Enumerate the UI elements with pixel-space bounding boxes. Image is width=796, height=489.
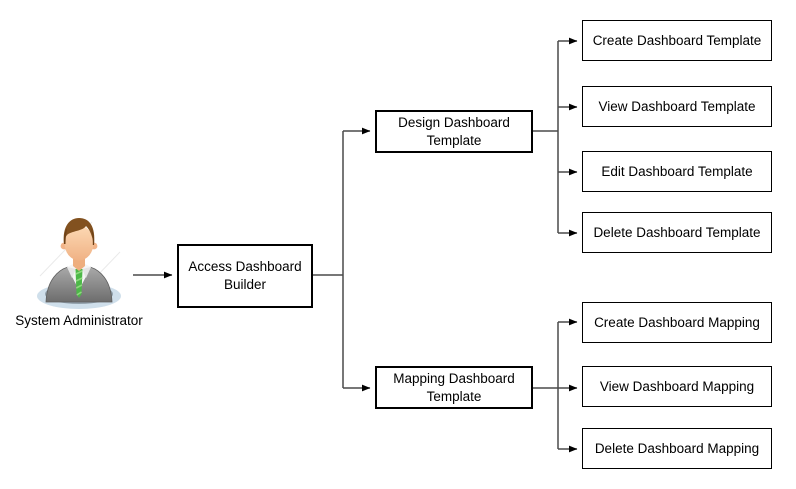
node-create-dashboard-mapping: Create Dashboard Mapping [582,302,772,343]
node-design-dashboard-template: Design Dashboard Template [375,110,533,153]
node-label: Delete Dashboard Template [593,224,761,240]
node-delete-dashboard-mapping: Delete Dashboard Mapping [582,428,772,469]
node-label: Mapping Dashboard Template [393,370,515,404]
node-label: View Dashboard Template [598,98,756,114]
node-label: Create Dashboard Mapping [594,314,760,330]
node-edit-dashboard-template: Edit Dashboard Template [582,151,772,192]
node-label: Design Dashboard Template [398,114,510,148]
person-icon [37,218,121,309]
tie [75,269,83,298]
node-access-dashboard-builder: Access Dashboard Builder [177,244,313,308]
node-view-dashboard-template: View Dashboard Template [582,86,772,127]
actor-label: System Administrator [15,313,143,328]
node-label: Delete Dashboard Mapping [594,440,760,456]
node-view-dashboard-mapping: View Dashboard Mapping [582,366,772,407]
node-label: Edit Dashboard Template [601,163,753,179]
node-create-dashboard-template: Create Dashboard Template [582,20,772,61]
actor-system-administrator: System Administrator [4,214,154,328]
node-label: View Dashboard Mapping [599,378,755,394]
node-label: Access Dashboard Builder [188,259,302,292]
node-mapping-dashboard-template: Mapping Dashboard Template [375,366,533,409]
node-delete-dashboard-template: Delete Dashboard Template [582,212,772,253]
node-label: Create Dashboard Template [592,32,762,48]
